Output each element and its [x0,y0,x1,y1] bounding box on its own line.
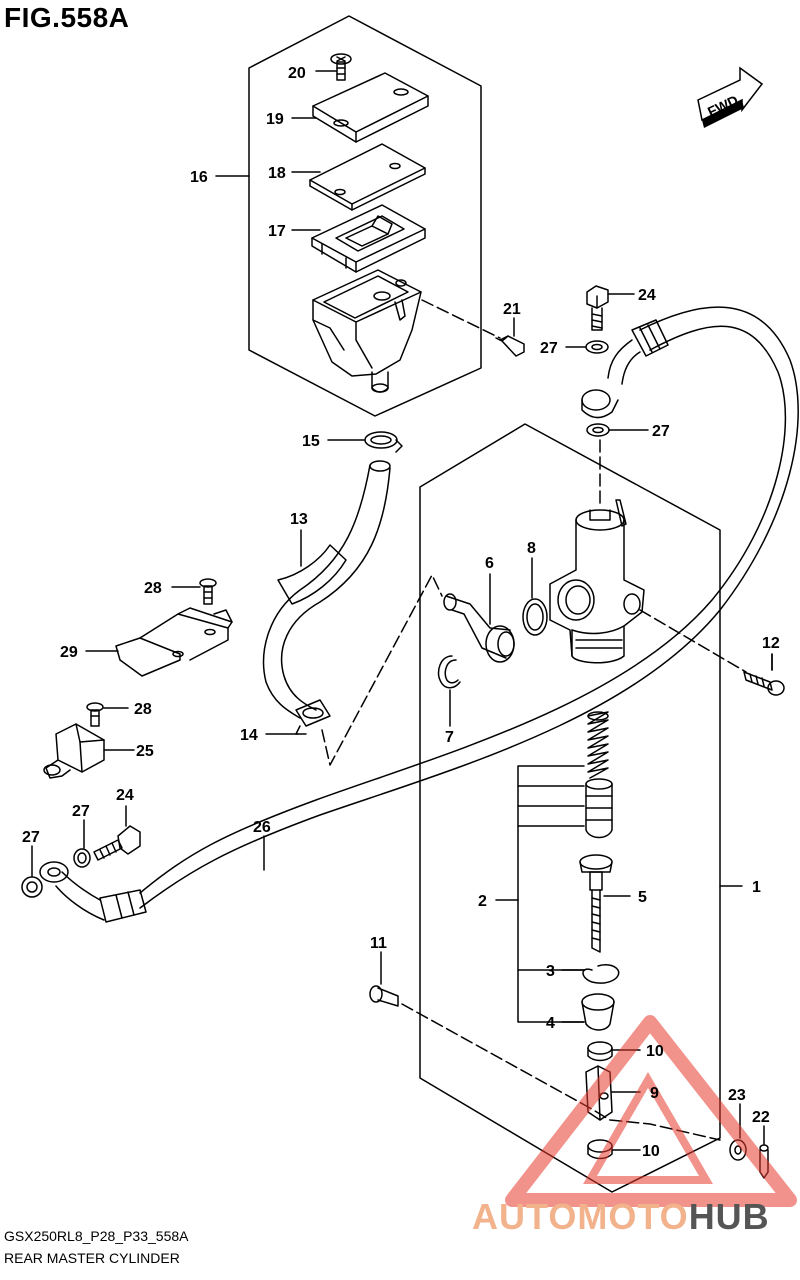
fwd-arrow-icon: FWD [697,66,764,128]
callout-18: 18 [268,165,286,182]
part-24-bolt-upper [586,285,609,331]
callout-3: 3 [546,963,555,980]
part-24-bolt-lower [93,825,141,861]
part-3-circlip [582,964,620,984]
part-29-bracket [115,607,233,677]
callout-19: 19 [266,111,284,128]
callout-20: 20 [288,65,306,82]
part-4-boot [581,993,615,1031]
callout-10-upper: 10 [646,1043,664,1060]
callout-24-lower: 24 [116,787,134,804]
callout-27-upper-a: 27 [540,340,558,357]
dash-line [321,574,443,766]
part-7-circlip [437,655,461,689]
callout-15: 15 [302,433,320,450]
callout-13: 13 [290,511,308,528]
callout-28-upper: 28 [144,580,162,597]
watermark-hub: HUB [688,1196,770,1237]
part-27-washer-lower-a [21,876,43,898]
part-10-nut-upper [587,1041,613,1062]
dash-line [401,1003,721,1141]
callout-27-upper-b: 27 [652,423,670,440]
callout-14: 14 [240,727,258,744]
callout-12: 12 [762,635,780,652]
callout-16: 16 [190,169,208,186]
dash-line [421,299,501,339]
master-cylinder-group-frame [419,423,721,1193]
watermark-moto: MOTO [577,1196,689,1237]
part-17-diaphragm [311,204,426,273]
watermark-auto: AUTO [472,1196,578,1237]
part-5-push-rod [579,854,613,953]
callout-24-upper: 24 [638,287,656,304]
callout-8: 8 [527,540,536,557]
callout-27-lower-a: 27 [22,829,40,846]
figure-title: FIG.558A [4,2,130,33]
part-15-clamp [364,431,403,453]
part-19-reservoir-cap [312,72,429,143]
callout-28-lower: 28 [134,701,152,718]
part-8-o-ring [522,598,548,636]
callout-7: 7 [445,729,454,746]
callout-11: 11 [370,935,387,952]
callout-6: 6 [485,555,494,572]
callout-26: 26 [253,819,271,836]
callout-2: 2 [478,893,487,910]
callout-10-lower: 10 [642,1143,660,1160]
callout-27-lower-b: 27 [72,803,90,820]
model-code: GSX250RL8_P28_P33_558A [4,1228,189,1244]
watermark-text: AUTOMOTOHUB [472,1196,770,1238]
part-6-connector [443,593,515,663]
callout-21: 21 [503,301,521,318]
part-28-screw-lower [86,702,104,727]
reservoir-group-frame [248,15,482,417]
part-16-reservoir-body [312,269,422,393]
callout-23: 23 [728,1087,746,1104]
callout-29: 29 [60,644,78,661]
part-2-spring-set [585,711,613,839]
part-27-washer-upper-a [585,340,609,354]
callout-5: 5 [638,889,647,906]
part-20-screw [330,53,352,81]
part-1-master-cylinder [549,499,645,664]
part-27-washer-lower-b [73,848,91,868]
part-11-pin [369,985,399,1007]
callout-25: 25 [136,743,154,760]
dash-line [639,609,747,673]
group-2-bracket [517,765,585,1023]
figure-subtitle: REAR MASTER CYLINDER [4,1250,180,1266]
part-12-bolt [743,671,785,696]
part-27-washer-upper-b [586,423,610,437]
part-26-brake-hose [39,306,799,923]
part-28-screw-upper [199,578,217,605]
part-18-plate [309,143,426,211]
part-21-screw [495,335,525,357]
part-13-reservoir-hose [262,460,391,719]
callout-1: 1 [752,879,761,896]
part-25-holder [43,723,105,779]
callout-17: 17 [268,223,286,240]
part-14-clamp [295,699,331,735]
callout-4: 4 [546,1015,555,1032]
callout-9: 9 [650,1085,659,1102]
watermark-logo-icon [505,1015,797,1207]
callout-22: 22 [752,1109,770,1126]
